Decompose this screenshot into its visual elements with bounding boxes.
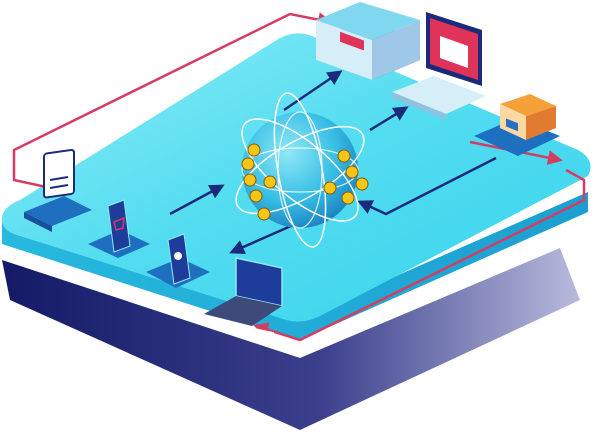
small-store-icon [474, 94, 560, 156]
coin-icon [257, 207, 271, 221]
coin-icon [263, 175, 277, 189]
navy-arrow-to-monitor [369, 106, 409, 132]
red-flow-arrow-bottom [253, 168, 586, 342]
coin-icon [323, 181, 337, 195]
clipboard-station [24, 148, 92, 232]
navy-arrow-to-store [283, 70, 343, 112]
coin-icon [249, 189, 263, 203]
shop-building-icon [316, 2, 420, 80]
red-flow-arrow-top [12, 12, 333, 192]
coin-icon [337, 149, 351, 163]
navy-arrow-from-small-store [357, 156, 497, 216]
coin-icon [247, 143, 261, 157]
navy-arrow-devices-to-globe [169, 184, 225, 216]
coin-icon [341, 191, 355, 205]
online-store-monitor-icon [392, 12, 486, 120]
navy-arrow-globe-to-laptop [229, 220, 301, 255]
coin-icon [241, 157, 255, 171]
laptop-password-station [204, 257, 283, 343]
coin-icon [355, 177, 369, 191]
phone-cart-station [88, 199, 150, 258]
platform-shadow [2, 248, 580, 430]
phone-cart-icon [107, 199, 131, 253]
coins-group [241, 143, 369, 221]
globe-network-icon [235, 92, 365, 248]
clipboard-list-icon [43, 148, 75, 199]
coin-icon [243, 173, 257, 187]
phone-location-station [146, 233, 210, 288]
coin-icon [345, 165, 359, 179]
